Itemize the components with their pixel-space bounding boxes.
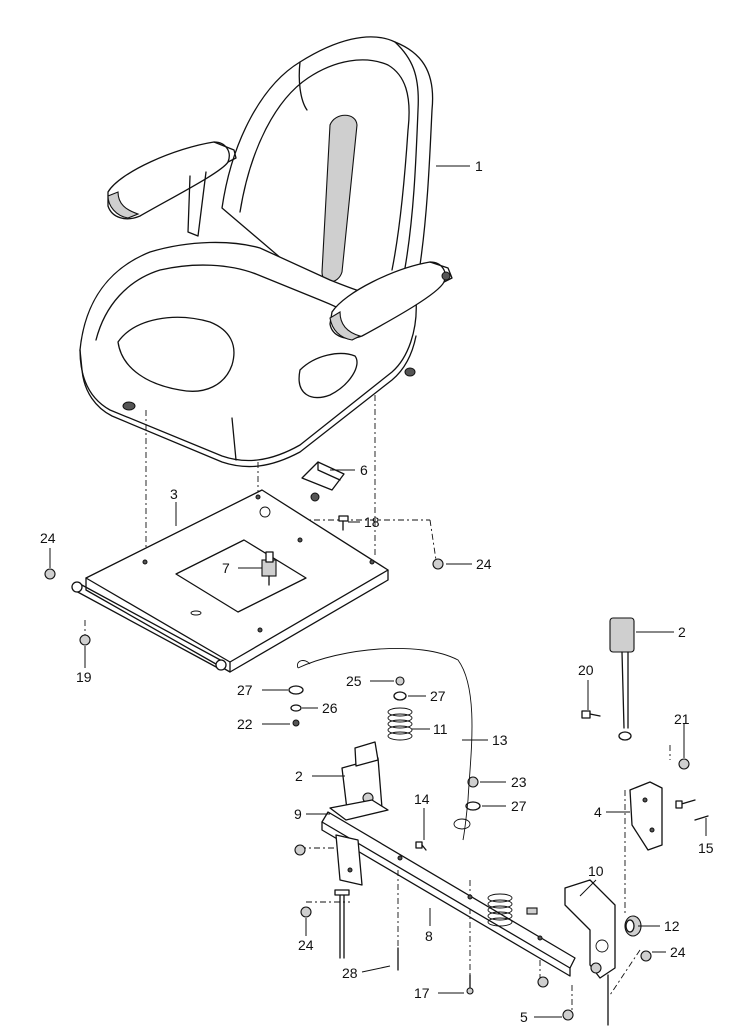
callout-18: 18 bbox=[364, 514, 380, 530]
callout-6: 6 bbox=[360, 462, 368, 478]
alignment-lines bbox=[84, 395, 671, 1010]
seat-rail-8 bbox=[321, 799, 576, 977]
spring-bar bbox=[487, 893, 513, 927]
callout-8: 8 bbox=[425, 928, 433, 944]
callout-27-right: 27 bbox=[511, 798, 527, 814]
cable-13 bbox=[297, 648, 473, 841]
callout-9: 9 bbox=[294, 806, 302, 822]
callout-5: 5 bbox=[520, 1009, 528, 1025]
spring-11 bbox=[387, 707, 413, 741]
callout-17: 17 bbox=[414, 985, 430, 1001]
lower-left-fasteners bbox=[294, 841, 574, 1021]
callout-11: 11 bbox=[433, 721, 448, 737]
callout-28: 28 bbox=[342, 965, 358, 981]
callout-3: 3 bbox=[170, 486, 178, 502]
bracket-6 bbox=[301, 461, 345, 502]
callout-12: 12 bbox=[664, 918, 680, 934]
callout-19: 19 bbox=[76, 669, 92, 685]
callout-27-mid: 27 bbox=[430, 688, 446, 704]
seat-plate bbox=[71, 489, 389, 673]
leader-lines bbox=[49, 165, 707, 1018]
callout-23: 23 bbox=[511, 774, 527, 790]
bracket-10 bbox=[526, 879, 616, 979]
callout-14: 14 bbox=[414, 791, 430, 807]
callout-20: 20 bbox=[578, 662, 594, 678]
callout-24-plate: 24 bbox=[476, 556, 492, 572]
right-fasteners bbox=[581, 710, 709, 1026]
callout-labels: 1 2 2 3 4 5 6 7 8 9 10 11 12 13 14 15 17… bbox=[40, 158, 714, 1025]
callout-7: 7 bbox=[222, 560, 230, 576]
bracket-4 bbox=[629, 781, 663, 851]
callout-26: 26 bbox=[322, 700, 338, 716]
callout-2-latch: 2 bbox=[295, 768, 303, 784]
callout-24-right: 24 bbox=[670, 944, 686, 960]
callout-10: 10 bbox=[588, 863, 604, 879]
seat-assembly bbox=[79, 36, 453, 468]
callout-27-left: 27 bbox=[237, 682, 253, 698]
callout-4: 4 bbox=[594, 804, 602, 820]
callout-24-lower: 24 bbox=[298, 937, 314, 953]
small-hardware bbox=[288, 676, 481, 811]
knob-12 bbox=[624, 915, 642, 937]
handle-2 bbox=[609, 617, 635, 741]
callout-22: 22 bbox=[237, 716, 253, 732]
plate-fasteners bbox=[44, 558, 444, 646]
callout-1: 1 bbox=[475, 158, 483, 174]
callout-2-handle: 2 bbox=[678, 624, 686, 640]
callout-25: 25 bbox=[346, 673, 362, 689]
callout-15: 15 bbox=[698, 840, 714, 856]
callout-13: 13 bbox=[492, 732, 508, 748]
callout-24-left: 24 bbox=[40, 530, 56, 546]
bolt-18 bbox=[338, 515, 349, 531]
callout-21: 21 bbox=[674, 711, 690, 727]
